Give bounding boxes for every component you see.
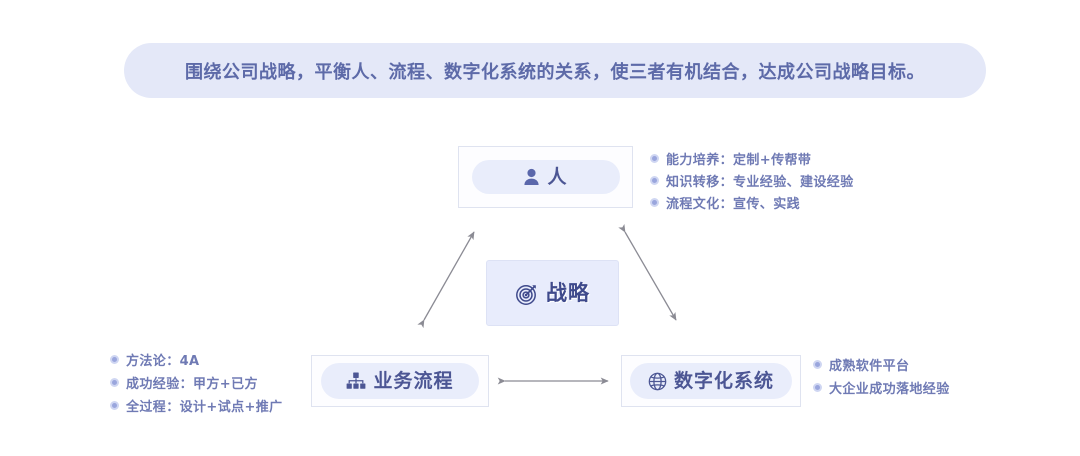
headline-banner: 围绕公司战略，平衡人、流程、数字化系统的关系，使三者有机结合，达成公司战略目标。 (124, 43, 986, 98)
node-digital[interactable]: 数字化系统 (621, 355, 801, 407)
node-digital-label: 数字化系统 (673, 369, 774, 392)
globe-icon (648, 372, 667, 390)
node-people-label: 人 (547, 165, 568, 188)
list-item: 成功经验：甲方+已方 (110, 371, 283, 394)
bullet-list-digital: 成熟软件平台 大企业成功落地经验 (813, 353, 950, 399)
bullet-label: 成功经验：甲方+已方 (126, 377, 258, 392)
bullet-label: 大企业成功落地经验 (829, 382, 950, 397)
node-strategy[interactable]: 战略 (486, 260, 619, 326)
node-people-pill: 人 (471, 160, 620, 194)
node-people[interactable]: 人 (458, 146, 633, 208)
bullet-label: 全过程：设计+试点+推广 (126, 400, 283, 415)
target-icon (516, 284, 536, 305)
person-icon (524, 168, 540, 185)
bullet-dot-icon (650, 153, 659, 163)
connector-strategy-people-left (417, 231, 475, 329)
list-item: 成熟软件平台 (813, 353, 950, 376)
bullet-label: 方法论：4A (126, 354, 200, 369)
node-strategy-label: 战略 (546, 280, 590, 305)
list-item: 大企业成功落地经验 (813, 376, 950, 399)
bullet-dot-icon (650, 175, 659, 185)
list-item: 流程文化：宣传、实践 (650, 191, 854, 213)
node-digital-pill: 数字化系统 (630, 363, 792, 399)
list-item: 能力培养：定制+传帮带 (650, 147, 854, 169)
list-item: 方法论：4A (110, 348, 283, 371)
bullet-dot-icon (110, 401, 119, 410)
node-process-pill: 业务流程 (321, 363, 479, 399)
bullet-label: 成熟软件平台 (829, 359, 910, 374)
bullet-dot-icon (813, 383, 822, 392)
node-process[interactable]: 业务流程 (311, 355, 489, 407)
bullet-label: 知识转移：专业经验、建设经验 (666, 174, 854, 190)
bullet-dot-icon (110, 378, 119, 387)
node-process-label: 业务流程 (373, 369, 454, 392)
list-item: 知识转移：专业经验、建设经验 (650, 169, 854, 191)
list-item: 全过程：设计+试点+推广 (110, 394, 283, 417)
bullet-dot-icon (650, 197, 659, 207)
bullet-list-process: 方法论：4A 成功经验：甲方+已方 全过程：设计+试点+推广 (110, 348, 283, 417)
connector-strategy-people-right (618, 223, 677, 321)
headline-text: 围绕公司战略，平衡人、流程、数字化系统的关系，使三者有机结合，达成公司战略目标。 (185, 61, 925, 83)
bullet-label: 能力培养：定制+传帮带 (666, 152, 812, 168)
bullet-dot-icon (813, 360, 822, 369)
sitemap-icon (347, 372, 366, 389)
bullet-label: 流程文化：宣传、实践 (666, 196, 801, 212)
bullet-dot-icon (110, 355, 119, 364)
bullet-list-people: 能力培养：定制+传帮带 知识转移：专业经验、建设经验 流程文化：宣传、实践 (650, 147, 854, 213)
